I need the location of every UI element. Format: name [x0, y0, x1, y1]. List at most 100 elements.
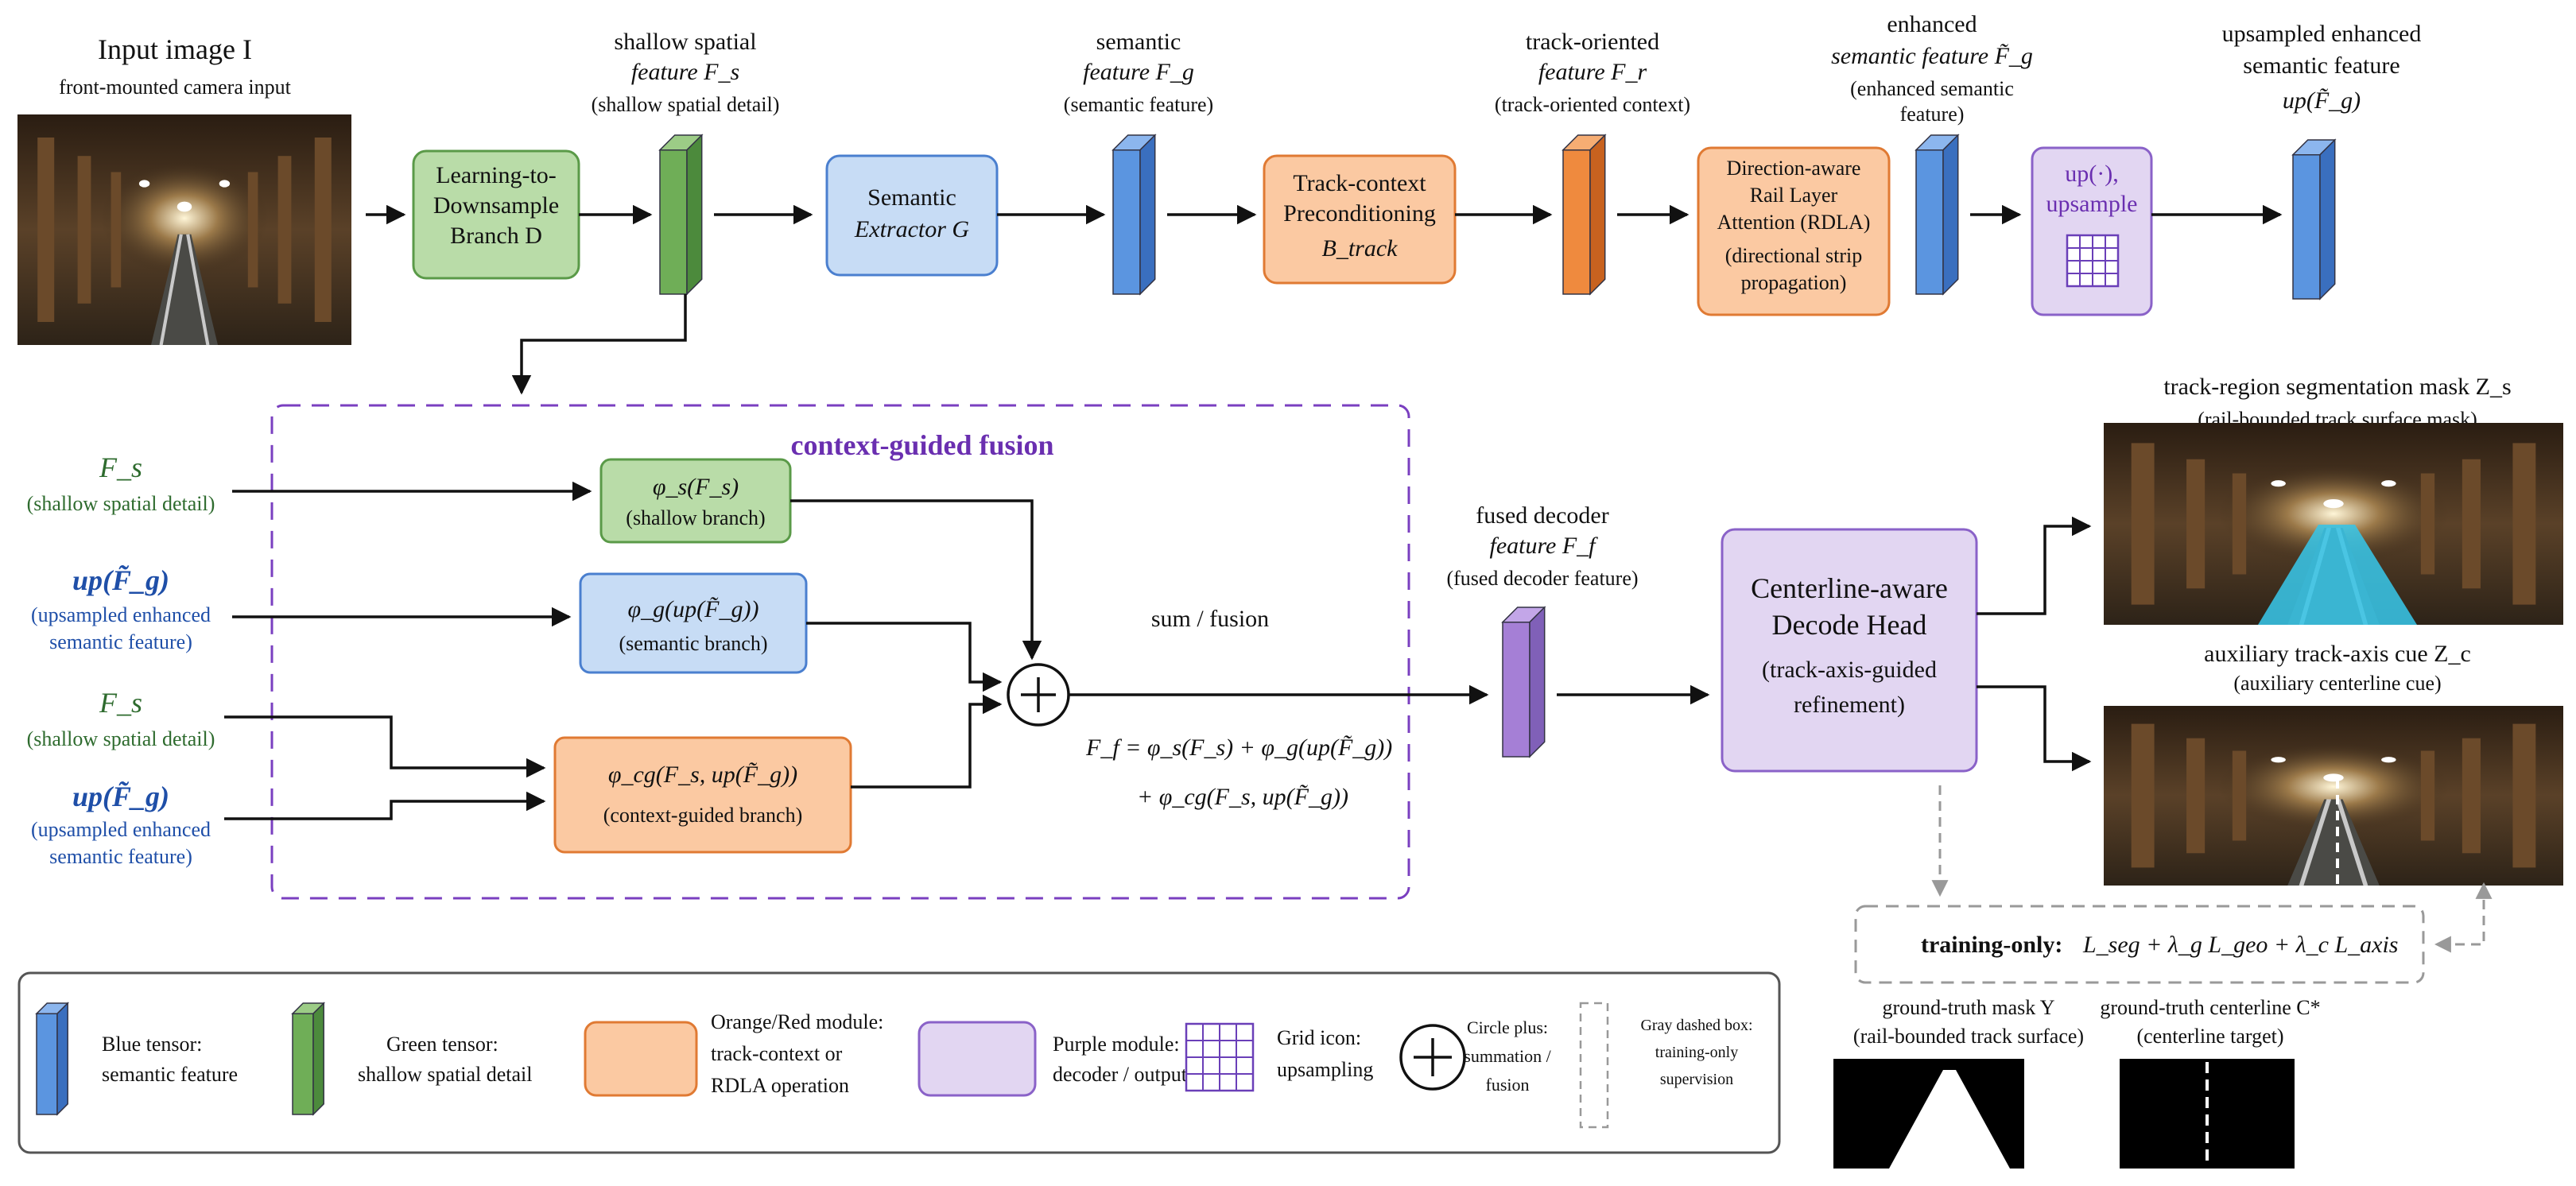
- shallow-title-2: feature F_s: [631, 59, 739, 85]
- input-image: [17, 114, 351, 345]
- shallow-title-1: shallow spatial: [614, 29, 756, 55]
- legend-grid-2: upsampling: [1277, 1058, 1373, 1081]
- tensor-front-face: [1915, 149, 1944, 295]
- left-up-sub-1: (upsampled enhanced: [31, 603, 211, 626]
- arrow-fs-to-cg-branch: [224, 715, 546, 778]
- tensor-front-face: [2292, 153, 2321, 300]
- legend-orange-1: Orange/Red module:: [711, 1010, 883, 1033]
- gt-mask-image: [1833, 1059, 2024, 1169]
- semantic-branch-label: φ_g(up(F̃_g)): [628, 596, 759, 622]
- legend-circle-3: fusion: [1486, 1075, 1530, 1095]
- training-formula: L_seg + λ_g L_geo + λ_c L_axis: [2082, 932, 2398, 958]
- track-title-2: feature F_r: [1538, 59, 1647, 85]
- input-title: Input image I: [98, 33, 252, 65]
- legend-gray-3: supervision: [1660, 1071, 1733, 1088]
- arrow-decode-to-axis: [1977, 685, 2092, 772]
- legend-purple-swatch: [918, 1021, 1037, 1097]
- legend-green-2: shallow spatial detail: [358, 1063, 533, 1086]
- sum-label: sum / fusion: [1151, 606, 1269, 632]
- track-context-label-2: Preconditioning: [1283, 200, 1436, 227]
- shallow-subtitle: (shallow spatial detail): [592, 93, 780, 116]
- fusion-title: context-guided fusion: [790, 429, 1053, 461]
- left-fs-sub: (shallow spatial detail): [27, 492, 215, 515]
- legend-grid-icon: [1185, 1022, 1255, 1092]
- up-tensor: [2291, 138, 2337, 300]
- legend-orange-2: track-context or: [711, 1042, 843, 1065]
- semantic-extractor-label-1: Semantic: [867, 184, 956, 211]
- legend-gray-dashed-swatch: [1579, 1002, 1609, 1129]
- semantic-branch-box: [579, 572, 808, 674]
- upsample-module: [2031, 146, 2153, 316]
- fused-title-2: feature F_f: [1489, 533, 1598, 559]
- tensor-front-face: [1562, 149, 1591, 295]
- seg-output-image: [2104, 423, 2563, 625]
- tensor-side-face: [2319, 138, 2336, 300]
- rdla-label-3: Attention (RDLA): [1717, 211, 1871, 234]
- gt-mask-title: ground-truth mask Y: [1882, 996, 2054, 1019]
- legend-orange-3: RDLA operation: [711, 1074, 849, 1097]
- arrow-shallow-branch-to-sum: [790, 499, 1042, 661]
- legend-box: [17, 971, 1781, 1154]
- tensor-front-face: [292, 1013, 314, 1115]
- tensor-side-face: [686, 134, 703, 296]
- track-subtitle: (track-oriented context): [1495, 93, 1690, 116]
- left-up-sub-2: semantic feature): [49, 630, 192, 653]
- context-guided-branch-label: φ_cg(F_s, up(F̃_g)): [608, 762, 797, 788]
- context-guided-branch-sub: (context-guided branch): [603, 804, 803, 827]
- legend-green-tensor: [291, 1002, 326, 1116]
- decode-label-4: refinement): [1794, 692, 1905, 718]
- fused-subtitle: (fused decoder feature): [1446, 567, 1638, 590]
- fusion-box: [270, 404, 1410, 900]
- legend-purple-2: decoder / output: [1053, 1063, 1188, 1086]
- shallow-branch-label: φ_s(F_s): [653, 474, 739, 500]
- rdla-label-1: Direction-aware: [1727, 157, 1861, 180]
- formula-line-2: + φ_cg(F_s, up(F̃_g)): [1137, 784, 1348, 810]
- decode-label-1: Centerline-aware: [1751, 572, 1948, 604]
- tensor-front-face: [659, 149, 688, 295]
- semantic-extractor-module: [825, 154, 999, 277]
- up-title-3: up(F̃_g): [2283, 87, 2361, 114]
- track-context-module: [1263, 154, 1457, 285]
- gt-centerline-image: [2120, 1059, 2295, 1169]
- semantic-extractor-label-2: Extractor G: [854, 216, 969, 242]
- tensor-side-face: [1942, 134, 1959, 296]
- gt-mask-subtitle: (rail-bounded track surface): [1853, 1025, 2084, 1048]
- track-title-1: track-oriented: [1526, 29, 1659, 55]
- axis-subtitle: (auxiliary centerline cue): [2233, 672, 2441, 695]
- semantic-subtitle: (semantic feature): [1064, 93, 1213, 116]
- ltd-label-1: Learning-to-: [436, 162, 557, 188]
- tensor-front-face: [36, 1013, 58, 1115]
- left-up-2: up(F̃_g): [72, 781, 169, 812]
- arrow-axis-to-training: [2434, 882, 2493, 953]
- ltd-label-3: Branch D: [450, 223, 542, 249]
- gt-center-subtitle: (centerline target): [2136, 1025, 2283, 1048]
- left-up-2-sub-2: semantic feature): [49, 845, 192, 868]
- enhanced-title-2: semantic feature F̃_g: [1831, 43, 2033, 69]
- gt-center-title: ground-truth centerline C*: [2100, 996, 2320, 1019]
- context-guided-branch-box: [553, 736, 852, 854]
- arrow-cg-branch-to-sum: [851, 694, 1003, 789]
- tensor-side-face: [312, 1002, 324, 1116]
- seg-title: track-region segmentation mask Z_s: [2163, 374, 2511, 400]
- tensor-side-face: [1589, 134, 1606, 296]
- arrow-up-to-cg-branch: [224, 791, 546, 820]
- decode-label-3: (track-axis-guided: [1762, 657, 1937, 683]
- semantic-title-2: feature F_g: [1083, 59, 1194, 85]
- rdla-module: [1697, 146, 1891, 316]
- enhanced-subtitle-2: feature): [1900, 103, 1965, 126]
- rdla-label-4: (directional strip: [1725, 244, 1863, 267]
- track-tensor: [1562, 134, 1607, 296]
- left-fs-2: F_s: [99, 687, 142, 719]
- rdla-label-2: Rail Layer: [1750, 184, 1838, 207]
- shallow-branch-sub: (shallow branch): [626, 506, 765, 529]
- semantic-tensor: [1111, 134, 1157, 296]
- decode-head-module: [1721, 528, 1978, 773]
- rdla-label-5: propagation): [1741, 271, 1847, 294]
- training-label: training-only:: [1921, 932, 2062, 958]
- arrow-fs-to-fusion: [511, 294, 687, 395]
- upsample-label-1: up(·),: [2065, 161, 2118, 187]
- left-fs-2-sub: (shallow spatial detail): [27, 727, 215, 750]
- enhanced-subtitle-1: (enhanced semantic: [1850, 77, 2014, 100]
